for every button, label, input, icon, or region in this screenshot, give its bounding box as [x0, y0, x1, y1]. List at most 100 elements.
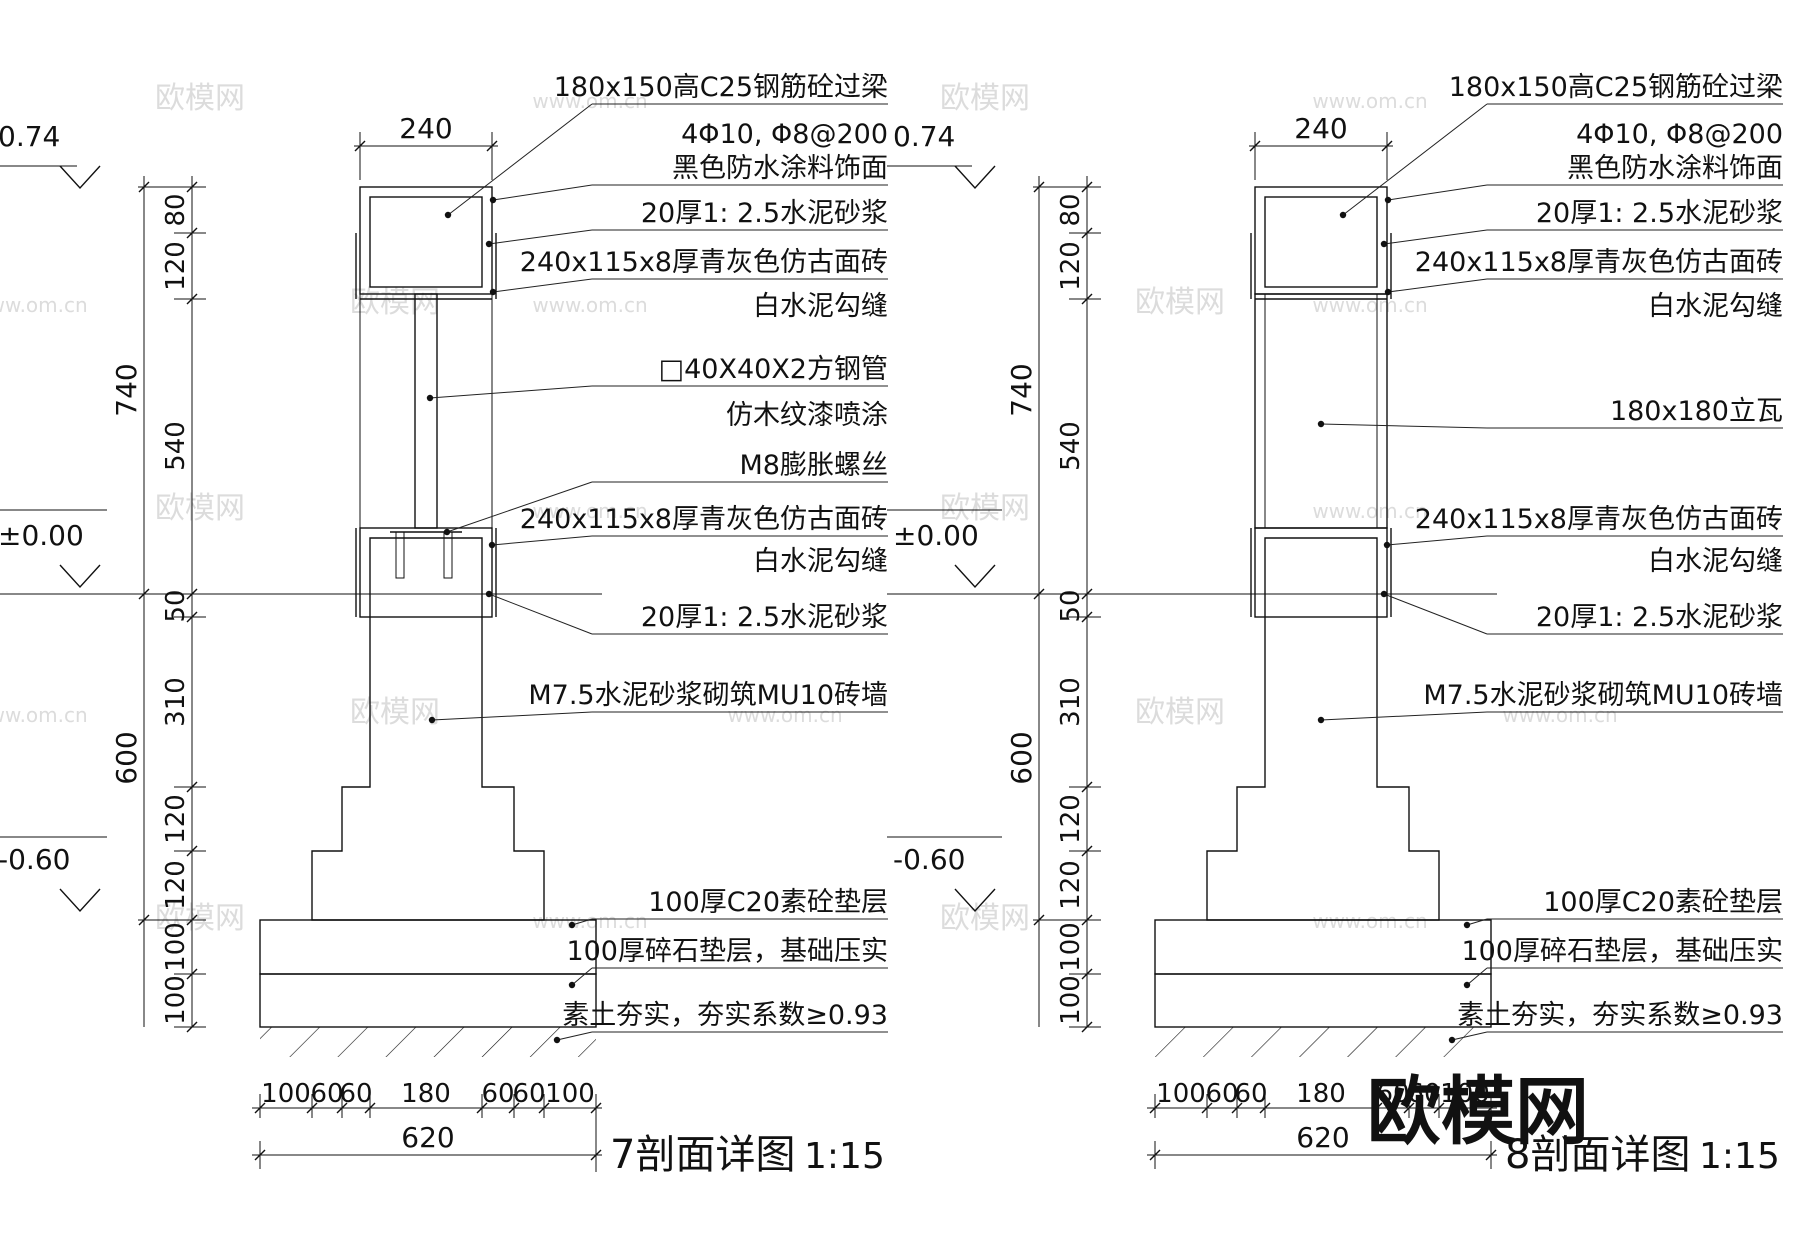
- dim-text: 740: [1005, 363, 1038, 416]
- leader-line: [429, 385, 593, 399]
- dim-tick: [1081, 914, 1093, 926]
- annotation-label: □40X40X2方钢管: [659, 354, 888, 385]
- leader-dot: [568, 921, 576, 929]
- lintel-cap: [1254, 186, 1388, 295]
- leader-line: [446, 481, 593, 533]
- level-label: 0.74: [893, 120, 955, 153]
- dim-tick: [1033, 914, 1045, 926]
- annotation-label: 20厚1: 2.5水泥砂浆: [1536, 602, 1783, 633]
- leader-line: [1466, 967, 1488, 986]
- leader-line: [1387, 278, 1488, 293]
- annotation-label: M8膨胀螺丝: [740, 450, 888, 481]
- dim-tick: [254, 1102, 266, 1114]
- dim-tick: [186, 845, 198, 857]
- dim-text: 600: [1005, 731, 1038, 784]
- leader-dot: [444, 211, 452, 219]
- leader-line: [1342, 103, 1488, 216]
- annotation-label: 20厚1: 2.5水泥砂浆: [1536, 198, 1783, 229]
- watermark-url: www.om.cn: [532, 89, 647, 113]
- leader-line: [488, 229, 593, 245]
- annotation-label: 白水泥勾缝: [753, 546, 888, 577]
- dim-text: 60: [1205, 1079, 1238, 1109]
- dim-tick: [336, 1102, 348, 1114]
- rammed-earth: [1155, 1027, 1491, 1057]
- leader-line: [488, 593, 593, 635]
- leader-dot: [1380, 240, 1388, 248]
- dim-tick: [186, 968, 198, 980]
- level-label: -0.60: [893, 843, 965, 876]
- leader-line: [447, 103, 593, 216]
- dim-tick: [590, 1102, 602, 1114]
- brick-wall-footing: [1206, 537, 1440, 921]
- dim-tick: [1081, 181, 1093, 193]
- dim-tick: [1149, 1102, 1161, 1114]
- annotation-label: 20厚1: 2.5水泥砂浆: [641, 602, 888, 633]
- watermark-cn: 欧模网: [1135, 285, 1225, 320]
- watermark-cn: 欧模网: [940, 491, 1030, 526]
- watermark-url: www.om.cn: [1312, 499, 1427, 523]
- corner-watermark-logo: 欧模网: [1367, 1069, 1589, 1155]
- dim-tick: [1485, 1102, 1497, 1114]
- pier-cap: [359, 527, 493, 618]
- dim-tick: [186, 1021, 198, 1033]
- annotation-label: 240x115x8厚青灰色仿古面砖: [1415, 504, 1783, 535]
- annotation-label: 仿木纹漆喷涂: [726, 400, 888, 431]
- leader-line: [1386, 535, 1488, 546]
- dim-text: 100: [1156, 1079, 1206, 1109]
- rammed-earth: [260, 1027, 596, 1057]
- dim-tick: [1081, 1021, 1093, 1033]
- leader-dot: [1463, 921, 1471, 929]
- leader-line: [571, 967, 593, 986]
- dim-tick: [1081, 611, 1093, 623]
- watermark-cn: 欧模网: [1135, 695, 1225, 730]
- dim-text: 60: [310, 1079, 343, 1109]
- watermark-url: www.om.cn: [532, 499, 647, 523]
- dim-text: 60: [1234, 1079, 1267, 1109]
- leader-line: [1320, 423, 1488, 429]
- dim-text: 120: [161, 860, 191, 910]
- annotation-label: 240x115x8厚青灰色仿古面砖: [520, 504, 888, 535]
- leader-dot: [568, 981, 576, 989]
- leader-line: [571, 918, 593, 926]
- watermark-cn: 欧模网: [940, 901, 1030, 936]
- dim-tick: [1259, 1102, 1271, 1114]
- dim-text: 620: [1296, 1121, 1349, 1154]
- drawing-title: 7剖面详图: [610, 1132, 795, 1178]
- dim-tick: [1081, 845, 1093, 857]
- level-label: ±0.00: [893, 519, 979, 552]
- annotation-label: 黑色防水涂料饰面: [1567, 153, 1783, 184]
- dim-text: 60: [481, 1079, 514, 1109]
- watermark-url: www.om.cn: [532, 293, 647, 317]
- dim-text: 60: [339, 1079, 372, 1109]
- leader-dot: [428, 716, 436, 724]
- dim-tick: [186, 781, 198, 793]
- level-marker-icon: [954, 564, 996, 589]
- annotation-label: 4Φ10, Φ8@200: [681, 119, 888, 150]
- watermark-url: www.om.cn: [0, 703, 88, 727]
- dim-tick: [186, 293, 198, 305]
- leader-dot: [1317, 420, 1325, 428]
- watermark-url: www.om.cn: [727, 703, 842, 727]
- dim-tick: [138, 181, 150, 193]
- annotation-label: 4Φ10, Φ8@200: [1576, 119, 1783, 150]
- dim-text: 100: [161, 922, 191, 972]
- dim-text: 540: [1056, 421, 1086, 471]
- leader-line: [556, 1031, 593, 1041]
- dim-tick: [1033, 588, 1045, 600]
- standing-tile-inner: [1264, 293, 1378, 529]
- leader-dot: [426, 394, 434, 402]
- leader-line: [1387, 184, 1488, 201]
- leader-line: [1383, 593, 1488, 635]
- dim-text: 240: [1294, 112, 1347, 145]
- dim-text: 540: [161, 421, 191, 471]
- dim-tick: [138, 914, 150, 926]
- dim-tick: [364, 1102, 376, 1114]
- drawing-scale: 1:15: [804, 1136, 885, 1177]
- watermark-url: www.om.cn: [0, 293, 88, 317]
- dim-text: 50: [161, 589, 191, 622]
- dim-text: 180: [401, 1079, 451, 1109]
- square-steel-tube: [414, 293, 438, 529]
- leader-line: [1466, 918, 1488, 926]
- dim-text: 80: [1056, 193, 1086, 226]
- dim-text: 120: [1056, 860, 1086, 910]
